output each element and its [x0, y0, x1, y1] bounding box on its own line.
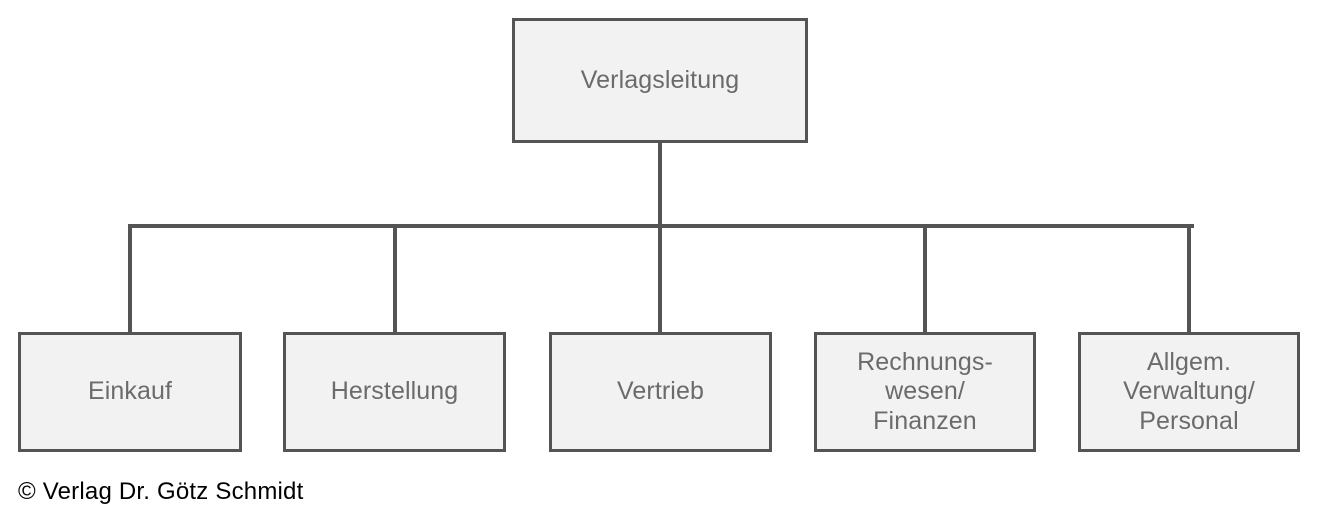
- connector-trunk-vertical: [658, 143, 662, 228]
- org-node-herstellung[interactable]: Herstellung: [283, 332, 506, 452]
- connector-drop-rechnungswesen: [923, 224, 927, 334]
- connector-drop-herstellung: [393, 224, 397, 334]
- org-node-allgem-verwaltung-personal[interactable]: Allgem. Verwaltung/ Personal: [1078, 332, 1300, 452]
- connector-drop-einkauf: [128, 224, 132, 334]
- connector-drop-vertrieb: [658, 224, 662, 334]
- org-node-verlagsleitung[interactable]: Verlagsleitung: [512, 18, 808, 143]
- copyright-notice: © Verlag Dr. Götz Schmidt: [18, 478, 304, 505]
- org-node-einkauf[interactable]: Einkauf: [18, 332, 242, 452]
- connector-drop-verwaltung: [1187, 224, 1191, 334]
- org-node-rechnungswesen-finanzen[interactable]: Rechnungs- wesen/ Finanzen: [814, 332, 1036, 452]
- org-node-vertrieb[interactable]: Vertrieb: [549, 332, 772, 452]
